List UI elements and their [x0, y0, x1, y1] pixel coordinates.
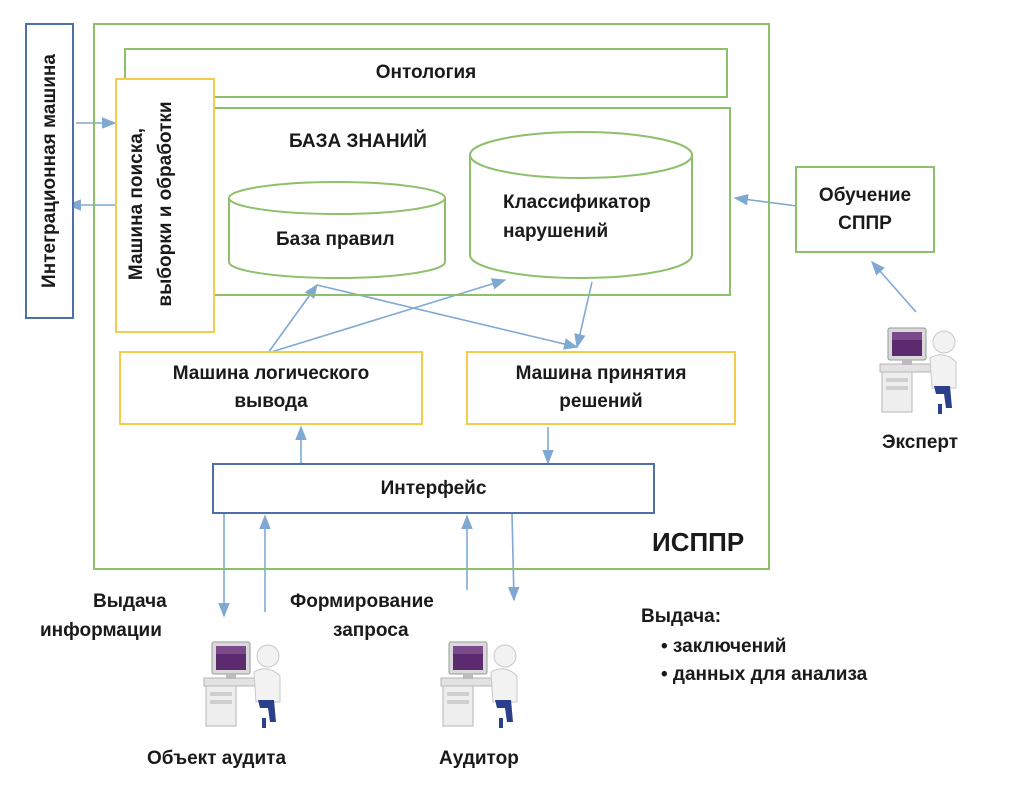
rules-base-label: База правил — [276, 229, 395, 250]
audit-object-user-at-computer-icon — [203, 641, 281, 728]
search-machine-label-line2: выборки и обработки — [155, 101, 176, 307]
integration-machine-label: Интеграционная машина — [39, 54, 60, 288]
info-output-line1: Выдача — [93, 591, 167, 612]
ontology-box: Онтология — [124, 48, 728, 98]
training-line1: Обучение — [818, 184, 912, 206]
search-machine-box — [115, 78, 215, 333]
output-item-analysis-data: • данных для анализа — [661, 664, 868, 685]
training-line2: СППР — [838, 212, 892, 234]
inference-machine-line2: вывода — [234, 391, 308, 412]
ontology-label: Онтология — [375, 62, 477, 83]
info-output-line2: информации — [40, 620, 162, 641]
integration-machine-box — [25, 23, 74, 319]
expert-user-at-computer-icon — [879, 327, 957, 414]
interface-label: Интерфейс — [380, 477, 487, 499]
expert-label: Эксперт — [882, 432, 959, 453]
arrow-classifier-to-decision — [574, 281, 593, 349]
output-item-conclusions: • заключений — [661, 636, 787, 657]
search-machine-label-line1: Машина поиска, — [126, 127, 147, 281]
decision-machine-box: Машина принятия решений — [466, 351, 736, 425]
output-title: Выдача: — [641, 606, 722, 627]
query-forming-line2: запроса — [333, 620, 409, 641]
decision-machine-line1: Машина принятия — [515, 363, 687, 384]
arrow-inference-to-classifier — [267, 278, 507, 354]
auditor-label: Аудитор — [439, 748, 519, 769]
isppr-system-box — [93, 23, 770, 570]
audit-object-label: Объект аудита — [147, 748, 287, 769]
training-box: Обучение СППР — [795, 166, 935, 253]
interface-box: Интерфейс — [212, 463, 655, 514]
arrow-training-to-kb — [733, 193, 798, 207]
auditor-user-at-computer-icon — [440, 641, 518, 728]
classifier-label-line1: Классификатор — [503, 192, 651, 213]
knowledge-base-title: БАЗА ЗНАНИЙ — [289, 131, 427, 152]
inference-machine-box: Машина логического вывода — [119, 351, 423, 425]
decision-machine-line2: решений — [559, 391, 643, 412]
arrow-expert-to-training — [871, 260, 917, 313]
arrow-inference-to-rules — [267, 283, 318, 354]
arrow-interface-to-auditor — [507, 513, 520, 602]
query-forming-line1: Формирование — [290, 591, 434, 612]
isppr-system-label: ИСППР — [652, 527, 745, 557]
inference-machine-line1: Машина логического — [172, 363, 370, 384]
classifier-label-line2: нарушений — [503, 221, 609, 242]
